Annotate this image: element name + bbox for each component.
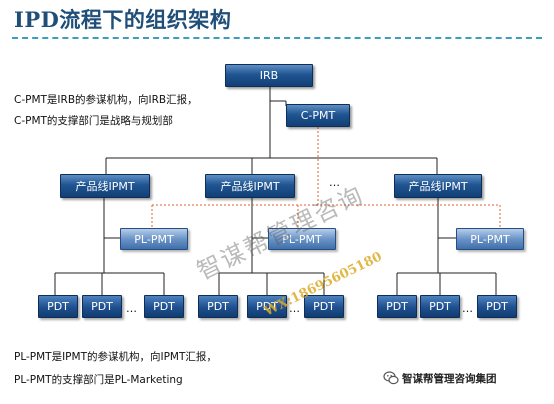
- title-divider: [12, 37, 542, 39]
- pdt-ellipsis: …: [289, 302, 300, 315]
- pdt-node: PDT: [420, 295, 460, 318]
- plpmt-node-3: PL-PMT: [456, 228, 524, 250]
- pdt-node: PDT: [304, 295, 344, 318]
- pdt-node: PDT: [144, 295, 184, 318]
- pdt-node: PDT: [247, 295, 287, 318]
- pdt-ellipsis: …: [126, 302, 137, 315]
- pdt-node: PDT: [377, 295, 417, 318]
- pdt-node: PDT: [198, 295, 238, 318]
- pdt-node: PDT: [477, 295, 517, 318]
- note-cpmt-role: C-PMT是IRB的参谋机构，向IRB汇报，: [14, 94, 198, 106]
- note-plpmt-support: PL-PMT的支撑部门是PL-Marketing: [14, 374, 183, 386]
- pdt-node: PDT: [82, 295, 122, 318]
- ipmt-node-1: 产品线IPMT: [60, 174, 150, 198]
- note-plpmt-role: PL-PMT是IPMT的参谋机构，向IPMT汇报，: [14, 351, 217, 363]
- wechat-icon: [383, 371, 399, 385]
- logo-text: 智谋帮管理咨询集团: [402, 373, 497, 385]
- pdt-node: PDT: [38, 295, 78, 318]
- plpmt-node-2: PL-PMT: [268, 228, 336, 250]
- cpmt-node: C-PMT: [286, 104, 350, 127]
- pdt-ellipsis: …: [462, 302, 473, 315]
- ipmt-node-2: 产品线IPMT: [205, 174, 295, 198]
- plpmt-node-1: PL-PMT: [120, 228, 188, 250]
- ipmt-node-3: 产品线IPMT: [394, 174, 482, 198]
- irb-node: IRB: [225, 64, 313, 87]
- note-cpmt-support: C-PMT的支撑部门是战略与规划部: [14, 115, 173, 127]
- ipmt-ellipsis: …: [329, 176, 340, 189]
- page-title: IPD流程下的组织架构: [14, 7, 232, 32]
